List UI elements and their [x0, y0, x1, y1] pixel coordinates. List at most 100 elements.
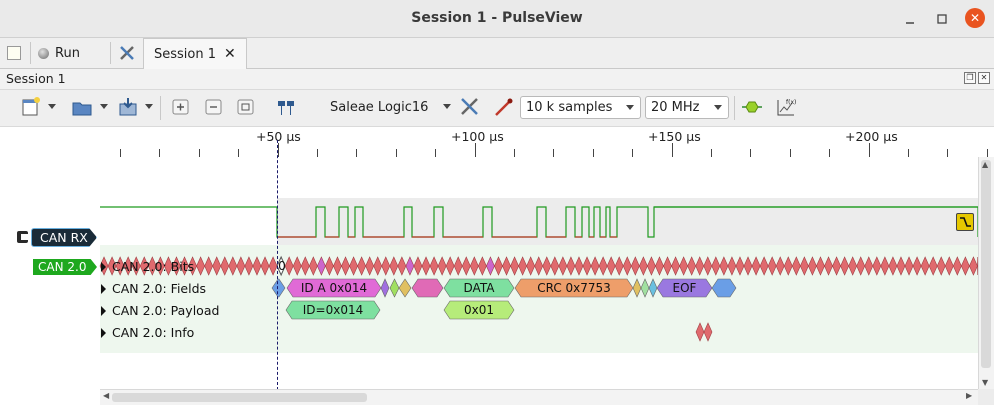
bit-annotation — [252, 256, 262, 276]
cursors-icon[interactable] — [275, 97, 297, 117]
close-dock-icon[interactable]: ✕ — [978, 72, 990, 84]
horizontal-scroll-thumb[interactable] — [112, 393, 367, 402]
bit-annotation — [212, 256, 222, 276]
scroll-left-icon[interactable]: ◀ — [103, 391, 110, 400]
device-dropdown-icon[interactable] — [443, 104, 451, 109]
bit-annotation — [655, 256, 664, 276]
bit-annotation — [349, 256, 358, 276]
device-name[interactable]: Saleae Logic16 — [330, 100, 429, 115]
trigger-marker-line[interactable] — [277, 140, 278, 390]
expand-row-icon[interactable] — [101, 306, 106, 316]
bit-annotation — [961, 256, 970, 276]
payload-annotation — [285, 300, 381, 320]
add-math-signal-icon[interactable]: f(x) — [775, 97, 797, 117]
ruler-tick — [356, 149, 357, 157]
close-tab-icon[interactable]: ✕ — [224, 46, 236, 62]
field-annotation — [648, 278, 658, 298]
bit-annotation — [647, 256, 656, 276]
scroll-up-icon[interactable]: ▲ — [982, 160, 989, 169]
scroll-down-icon[interactable]: ▼ — [982, 378, 989, 387]
new-session-icon[interactable] — [7, 46, 21, 60]
add-decoder-icon[interactable] — [741, 97, 763, 117]
ruler-tick — [672, 143, 673, 157]
tab-session-1[interactable]: Session 1 ✕ — [143, 38, 247, 69]
bit-annotation — [228, 256, 238, 276]
new-view-dropdown-icon[interactable] — [48, 104, 56, 109]
bit-annotation — [727, 256, 737, 276]
bit-annotation — [622, 256, 632, 276]
bit-annotation — [204, 256, 214, 276]
open-dropdown-icon[interactable] — [100, 104, 108, 109]
bits-annotation-row: 0 — [99, 255, 979, 277]
session-dock-title: Session 1 — [6, 71, 66, 86]
bit-annotation — [904, 256, 914, 276]
toolbar-separator — [160, 96, 161, 120]
field-annotation — [389, 278, 400, 298]
zoom-in-icon[interactable] — [170, 97, 192, 117]
vertical-scroll-thumb[interactable] — [981, 160, 991, 368]
zoom-fit-icon[interactable] — [235, 97, 257, 117]
field-annotation-text: DATA — [464, 281, 496, 295]
bit-annotation — [437, 256, 447, 276]
annotation-row-label: CAN 2.0: Info — [112, 325, 195, 340]
bit-annotation — [630, 256, 640, 276]
float-dock-icon[interactable]: ❐ — [964, 72, 976, 84]
zoom-out-icon[interactable] — [203, 97, 225, 117]
maximize-button[interactable] — [932, 9, 952, 29]
bit-annotation — [381, 256, 391, 276]
bit-annotation — [663, 256, 672, 276]
device-config-icon[interactable] — [459, 97, 481, 117]
bit-annotation — [461, 256, 471, 276]
bit-annotation — [582, 256, 592, 276]
samplerate-select[interactable]: 20 MHz — [645, 96, 729, 119]
payload-annotation-text: 0x01 — [464, 303, 494, 317]
bit-annotation — [333, 256, 342, 276]
bit-annotation — [872, 256, 882, 276]
sample-count-value: 10 k samples — [526, 100, 613, 115]
scroll-corner — [978, 389, 994, 405]
ruler-tick — [869, 143, 870, 157]
probe-config-icon[interactable] — [493, 97, 515, 117]
expand-row-icon[interactable] — [101, 328, 106, 338]
settings-tools-icon[interactable] — [118, 44, 136, 62]
bit-annotation — [429, 256, 439, 276]
minimize-button[interactable] — [900, 9, 920, 29]
falling-edge-trigger-icon[interactable] — [956, 213, 974, 231]
bit-annotation — [526, 256, 536, 276]
ruler-label: +100 µs — [451, 129, 504, 144]
bit-annotation — [308, 256, 318, 276]
bit-annotation — [808, 256, 817, 276]
svg-text:f(x): f(x) — [786, 99, 796, 106]
bit-annotation — [840, 256, 849, 276]
session-header — [0, 69, 994, 90]
ruler-label: +150 µs — [648, 129, 701, 144]
ruler-tick — [475, 143, 476, 157]
expand-row-icon[interactable] — [101, 262, 106, 272]
bit-annotation — [292, 256, 302, 276]
sample-count-select[interactable]: 10 k samples — [520, 96, 641, 119]
bit-annotation — [880, 256, 890, 276]
open-folder-icon[interactable] — [71, 97, 93, 117]
scroll-right-icon[interactable]: ▶ — [966, 391, 973, 400]
field-annotation — [271, 278, 286, 298]
close-window-button[interactable]: ✕ — [965, 8, 985, 28]
save-dropdown-icon[interactable] — [145, 104, 153, 109]
field-annotation — [640, 278, 650, 298]
channel-label-can-rx[interactable]: CAN RX — [31, 228, 97, 247]
bit-annotation — [260, 256, 270, 276]
field-annotation — [632, 278, 642, 298]
bit-annotation — [920, 256, 930, 276]
bit-annotation — [486, 256, 495, 276]
run-button[interactable]: Run — [38, 40, 80, 66]
bit-annotation — [759, 256, 769, 276]
ruler-tick — [829, 149, 830, 157]
new-view-icon[interactable] — [20, 97, 42, 117]
bit-annotation — [832, 256, 841, 276]
save-icon[interactable] — [117, 97, 139, 117]
expand-row-icon[interactable] — [101, 284, 106, 294]
decoder-label-can20[interactable]: CAN 2.0 — [33, 259, 97, 275]
bit-annotation — [751, 256, 761, 276]
time-ruler[interactable] — [0, 127, 994, 157]
